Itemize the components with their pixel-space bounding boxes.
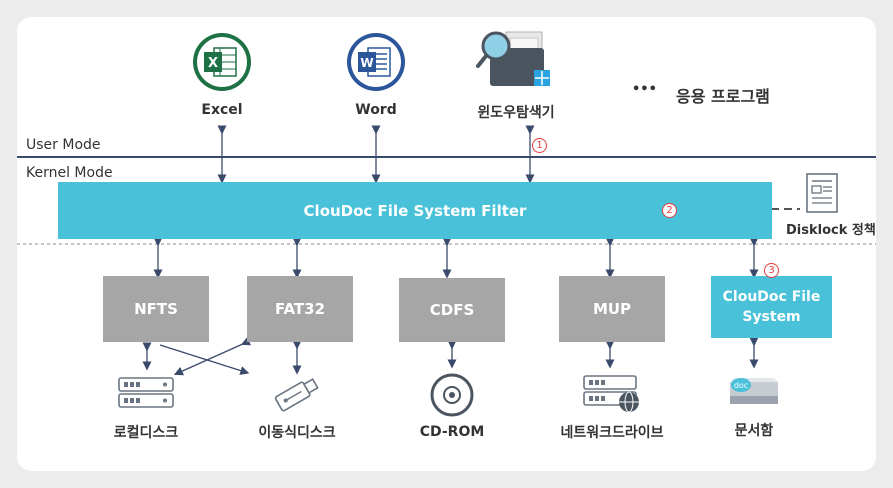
network-drive-label: 네트워크드라이브: [560, 425, 664, 441]
ellipsis-icon: •••: [632, 82, 657, 97]
marker-3: 3: [764, 263, 779, 278]
svg-text:X: X: [208, 56, 218, 71]
marker-2: 2: [662, 203, 677, 218]
file-explorer-icon[interactable]: [476, 26, 556, 92]
document-box-icon[interactable]: doc: [724, 376, 784, 410]
more-apps-label: 응용 프로그램: [676, 87, 770, 106]
policy-label: Disklock 정책: [786, 223, 876, 238]
excel-label: Excel: [201, 102, 243, 118]
cdfs-label: CDFS: [429, 301, 475, 319]
user-mode-label: User Mode: [26, 137, 101, 153]
network-drive-icon[interactable]: [582, 374, 644, 414]
marker-1: 1: [532, 138, 547, 153]
fat32-label: FAT32: [274, 300, 326, 318]
word-icon[interactable]: W: [346, 32, 406, 92]
excel-icon[interactable]: X: [192, 32, 252, 92]
word-label: Word: [355, 102, 397, 118]
kernel-mode-label: Kernel Mode: [26, 165, 113, 181]
mup-box[interactable]: MUP: [559, 276, 665, 342]
filter-label: ClouDoc File System Filter: [303, 201, 527, 220]
policy-document-icon[interactable]: [803, 172, 843, 216]
cloudoc-fs-box[interactable]: ClouDoc File System: [711, 276, 832, 338]
cdfs-box[interactable]: CDFS: [399, 278, 505, 342]
mup-label: MUP: [592, 300, 632, 318]
cloudoc-fs-label: ClouDoc File System: [722, 289, 821, 325]
cross-arrow-b: [173, 336, 252, 376]
fat32-box[interactable]: FAT32: [247, 276, 353, 342]
cd-disc-icon[interactable]: [429, 372, 475, 418]
removable-disk-label: 이동식디스크: [258, 425, 336, 441]
usb-drive-icon[interactable]: [270, 374, 324, 414]
ntfs-label: NFTS: [134, 300, 178, 318]
server-disk-icon[interactable]: [117, 376, 175, 410]
cdrom-label: CD-ROM: [419, 424, 485, 440]
explorer-label: 윈도우탐색기: [477, 105, 555, 121]
svg-text:W: W: [360, 56, 373, 70]
ntfs-box[interactable]: NFTS: [103, 276, 209, 342]
document-box-label: 문서함: [734, 423, 774, 439]
local-disk-label: 로컬디스크: [113, 425, 179, 441]
svg-text:doc: doc: [734, 381, 748, 390]
filter-box[interactable]: ClouDoc File System Filter: [58, 182, 772, 239]
